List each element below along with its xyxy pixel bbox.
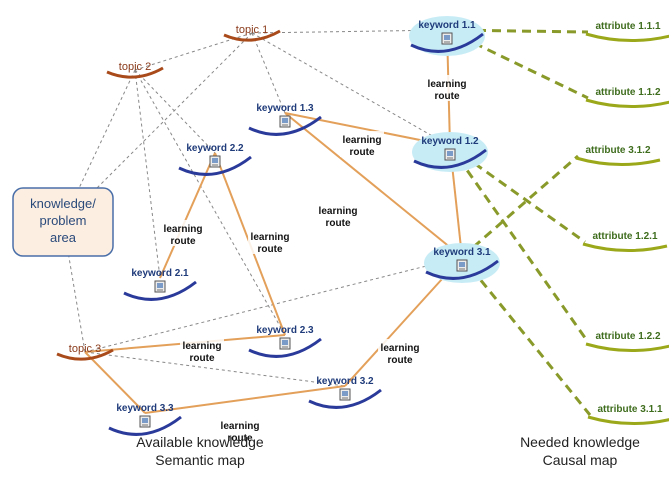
knowledge-problem-area: knowledge/problem area <box>12 187 114 257</box>
attribute-label: attribute 3.1.1 <box>597 404 662 415</box>
area-label-line: knowledge/ <box>30 196 96 211</box>
keyword-node-k22[interactable]: keyword 2.2 <box>178 143 252 176</box>
attribute-label: attribute 1.2.2 <box>595 331 660 342</box>
route-label-line: route <box>228 433 253 444</box>
route-label-line: route <box>190 353 215 364</box>
keyword-label: keyword 2.3 <box>256 325 314 336</box>
route-label-line: learning <box>343 135 382 146</box>
keyword-label: keyword 3.1 <box>433 247 491 258</box>
route-label-line: route <box>171 236 196 247</box>
route-label-line: learning <box>428 79 467 90</box>
caption-semantic-map: Available knowledge Semantic map <box>110 433 290 469</box>
document-icon <box>441 32 453 45</box>
causal-link-k11-a112 <box>446 28 589 100</box>
route-label-line: route <box>258 244 283 255</box>
semantic-link-t3-k32 <box>84 351 346 387</box>
topic-label: topic 2 <box>119 61 151 73</box>
semantic-link-t2-k22 <box>134 69 216 154</box>
attribute-node-a311[interactable]: attribute 3.1.1 <box>587 404 669 425</box>
causal-link-k31-a312 <box>461 154 579 259</box>
semantic-link-t1-k12 <box>251 32 451 147</box>
attribute-node-a122[interactable]: attribute 1.2.2 <box>585 331 669 352</box>
document-icon <box>444 148 456 161</box>
document-icon <box>456 259 468 272</box>
attribute-node-a112[interactable]: attribute 1.1.2 <box>585 87 669 108</box>
keyword-node-k21[interactable]: keyword 2.1 <box>123 268 197 301</box>
keyword-label: keyword 1.3 <box>256 103 314 114</box>
document-icon <box>279 337 291 350</box>
keyword-node-k13[interactable]: keyword 1.3 <box>248 103 322 136</box>
causal-link-k12-a122 <box>448 145 590 343</box>
caption-semantic-map-line-2: Semantic map <box>155 452 245 468</box>
route-label-line: learning <box>183 341 222 352</box>
semantic-link-t1-k13 <box>251 32 286 114</box>
semantic-link-t2-k21 <box>134 69 161 279</box>
keyword-label: keyword 1.2 <box>421 136 479 147</box>
keyword-node-k11[interactable]: keyword 1.1 <box>409 16 485 56</box>
attribute-node-a111[interactable]: attribute 1.1.1 <box>585 21 669 42</box>
attribute-node-a121[interactable]: attribute 1.2.1 <box>582 231 668 252</box>
keyword-label: keyword 2.1 <box>131 268 189 279</box>
attribute-label: attribute 1.1.1 <box>595 21 660 32</box>
learning-route-k33-k32 <box>144 385 346 414</box>
document-icon <box>339 388 351 401</box>
caption-causal-map-line-2: Causal map <box>542 452 618 468</box>
causal-link-k31-a311 <box>460 256 592 416</box>
causal-link-k12-a121 <box>449 144 586 244</box>
learning-route-t3-k33 <box>84 351 146 414</box>
keyword-node-k33[interactable]: keyword 3.3 <box>108 403 182 436</box>
learning-route-k13-k31 <box>284 112 463 258</box>
keyword-label: keyword 1.1 <box>418 20 476 31</box>
document-icon <box>279 115 291 128</box>
route-label-line: route <box>435 91 460 102</box>
nodes-layer: knowledge/problem area topic 1 topic 2 topic… <box>12 16 669 436</box>
attribute-label: attribute 1.2.1 <box>592 231 657 242</box>
keyword-node-k23[interactable]: keyword 2.3 <box>248 325 322 358</box>
topic-label: topic 3 <box>69 343 101 355</box>
route-label-line: route <box>326 218 351 229</box>
attribute-label: attribute 3.1.2 <box>585 145 650 156</box>
attribute-node-a312[interactable]: attribute 3.1.2 <box>575 145 661 166</box>
topic-node-t2[interactable]: topic 2 <box>106 61 164 79</box>
caption-causal-map-line-1: Needed knowledge <box>520 434 640 450</box>
attribute-label: attribute 1.1.2 <box>595 87 660 98</box>
topic-node-t1[interactable]: topic 1 <box>223 24 281 42</box>
area-label-line: problem <box>40 213 87 228</box>
route-label-line: route <box>350 147 375 158</box>
keyword-label: keyword 2.2 <box>186 143 244 154</box>
area-label-line: area <box>50 230 77 245</box>
topic-label: topic 1 <box>236 24 268 36</box>
document-icon <box>209 155 221 168</box>
caption-causal-map: Needed knowledge Causal map <box>490 433 669 469</box>
document-icon <box>154 280 166 293</box>
keyword-node-k12[interactable]: keyword 1.2 <box>412 132 488 172</box>
route-label-line: learning <box>164 224 203 235</box>
semantic-link-t2-k23 <box>134 69 286 336</box>
caption-semantic-map-line-1: Available knowledge <box>136 434 264 450</box>
topic-node-t3[interactable]: topic 3 <box>56 343 114 361</box>
keyword-node-k32[interactable]: keyword 3.2 <box>308 376 382 409</box>
route-label-line: learning <box>381 343 420 354</box>
route-label-line: route <box>388 355 413 366</box>
document-icon <box>139 415 151 428</box>
keyword-label: keyword 3.2 <box>316 376 374 387</box>
route-label-line: learning <box>221 421 260 432</box>
keyword-label: keyword 3.3 <box>116 403 174 414</box>
route-label-line: learning <box>251 232 290 243</box>
keyword-node-k31[interactable]: keyword 3.1 <box>424 243 500 283</box>
route-label-line: learning <box>319 206 358 217</box>
